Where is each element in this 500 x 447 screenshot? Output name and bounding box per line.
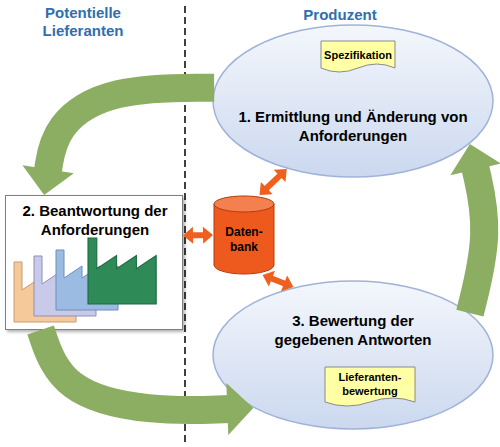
ellipse-outline bbox=[213, 281, 493, 429]
process-ellipse: 1. Ermittlung und Änderung von Anforderu… bbox=[212, 24, 494, 178]
arrow-head bbox=[263, 271, 275, 287]
arrow-head bbox=[274, 169, 287, 182]
connector-shaft bbox=[266, 175, 280, 189]
database-cylinder: Daten- bank bbox=[213, 195, 275, 275]
factory-symbol bbox=[56, 250, 118, 310]
factory-illustration bbox=[14, 238, 156, 322]
header-label: Potentielle Lieferanten bbox=[8, 4, 158, 40]
document-shape: Lieferanten- bewertung bbox=[324, 366, 416, 410]
node-text: 3. Bewertung der gegebenen Antworten bbox=[263, 312, 443, 350]
cycle-arrow bbox=[41, 330, 254, 435]
factory-symbol bbox=[34, 256, 96, 316]
arrow-head bbox=[22, 165, 73, 195]
node-text: 2. Beantwortung der Anforderungen bbox=[20, 202, 170, 240]
cycle-arrow bbox=[22, 88, 214, 195]
arrow-head bbox=[260, 182, 273, 195]
process-box: 2. Beantwortung der Anforderungen bbox=[5, 195, 183, 330]
connector-shaft bbox=[48, 88, 214, 172]
arrow-head bbox=[203, 227, 213, 244]
header-label: Produzent bbox=[280, 6, 400, 24]
data-exchange-arrow bbox=[260, 169, 287, 195]
cycle-arrow bbox=[450, 144, 500, 313]
cylinder-top bbox=[214, 196, 274, 212]
process-ellipse: 3. Bewertung der gegebenen AntwortenLief… bbox=[212, 280, 494, 430]
document-outline bbox=[325, 367, 415, 406]
data-exchange-arrow bbox=[183, 227, 213, 244]
connector-shaft bbox=[470, 167, 484, 313]
arrow-head bbox=[281, 275, 293, 291]
data-exchange-arrow bbox=[263, 271, 294, 292]
document-shape: Spezifikation bbox=[320, 40, 396, 76]
document-outline bbox=[321, 41, 395, 72]
node-text: Daten- bank bbox=[213, 225, 275, 255]
node-text: Spezifikation bbox=[320, 49, 396, 63]
ellipse-outline bbox=[213, 25, 493, 177]
connector-shaft bbox=[41, 330, 230, 410]
connector-shaft bbox=[271, 278, 285, 283]
connector-shaft bbox=[192, 232, 204, 238]
factory-symbol bbox=[88, 238, 156, 304]
arrow-head bbox=[226, 383, 253, 435]
node-text: Lieferanten- bewertung bbox=[324, 371, 416, 399]
arrow-head bbox=[183, 227, 193, 244]
process-ellipse-outline bbox=[212, 280, 494, 430]
divider-line bbox=[184, 6, 186, 442]
cylinder-body bbox=[214, 204, 274, 274]
arrow-head bbox=[450, 144, 500, 175]
node-text: 1. Ermittlung und Änderung von Anforderu… bbox=[238, 108, 468, 146]
factory-symbol bbox=[14, 262, 76, 322]
